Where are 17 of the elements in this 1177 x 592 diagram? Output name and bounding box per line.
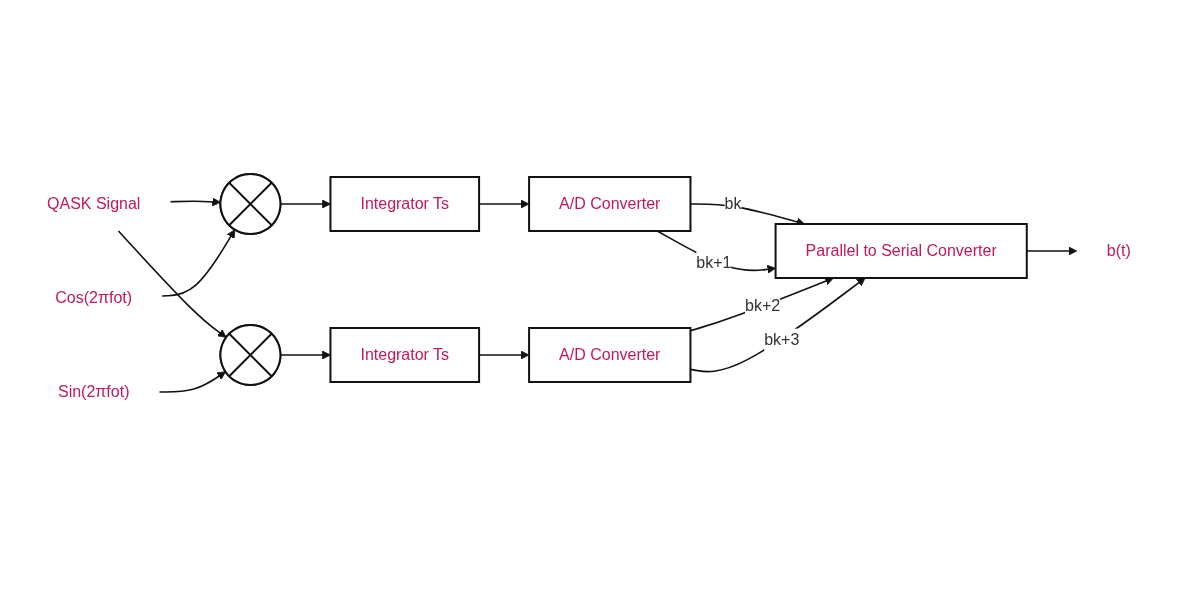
node-text: Sin(2πfot) [57,382,130,400]
node-text: QASK Signal [46,194,141,212]
edge-label: bk+1 [695,253,732,271]
edge-label: bk [724,194,742,212]
node-box: Integrator Ts [329,175,480,232]
arrow [158,370,226,393]
arrow [117,229,227,338]
node-box: A/D Converter [527,175,692,232]
node-box: Parallel to Serial Converter [774,222,1028,279]
node-text: Cos(2πfot) [54,288,132,306]
node-box: Integrator Ts [329,326,480,383]
arrow [169,197,221,206]
edge-label: bk+3 [763,330,799,348]
arrow [160,228,235,297]
node-box: A/D Converter [527,326,692,383]
edge-label: bk+2 [744,296,780,314]
node-text: b(t) [1106,241,1131,259]
